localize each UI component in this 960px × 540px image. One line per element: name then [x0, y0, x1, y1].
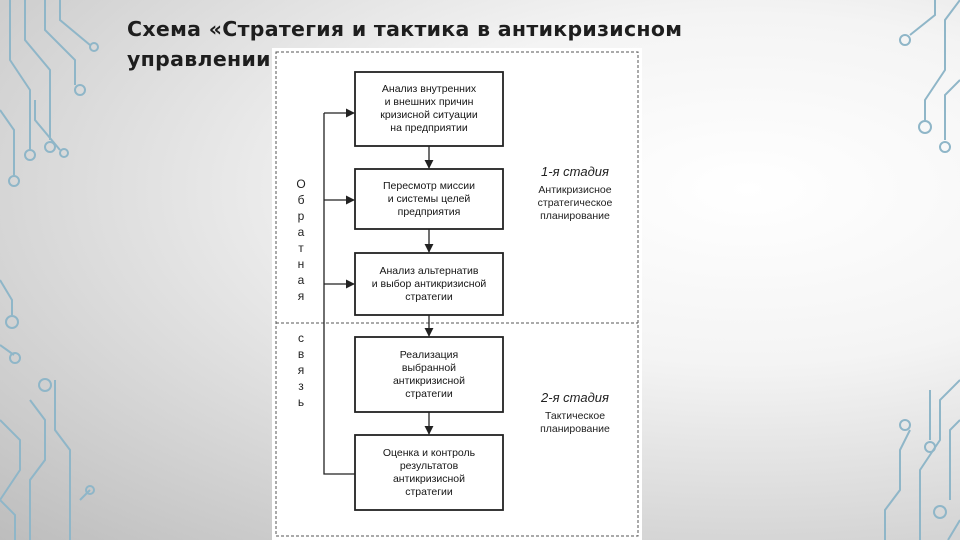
box-frame-2 — [354, 168, 504, 230]
diagram-lines — [275, 51, 639, 537]
stage-title: 1-я стадия — [541, 164, 609, 179]
feedback-letter: я — [297, 289, 305, 303]
box-strategy-implementation: Реализация выбранной антикризисной страт… — [355, 337, 503, 412]
feedback-letter: О — [296, 177, 306, 191]
box-evaluation-control: Оценка и контроль результатов антикризис… — [355, 435, 503, 510]
feedback-line — [323, 113, 355, 475]
feedback-letter: с — [298, 331, 304, 345]
stage-description: Тактическое планирование — [540, 410, 610, 435]
box-label: Пересмотр миссии и системы целей предпри… — [382, 179, 476, 218]
box-mission-review: Пересмотр миссии и системы целей предпри… — [355, 169, 503, 229]
feedback-letter: а — [297, 225, 305, 239]
slide-title: Схема «Стратегия и тактика в антикризисн… — [127, 17, 683, 71]
stage-description: Антикризисное стратегическое планировани… — [537, 184, 613, 222]
feedback-letter: з — [298, 379, 304, 393]
feedback-letter: т — [298, 241, 304, 255]
feedback-letter: а — [297, 273, 305, 287]
box-internal-external-analysis: Анализ внутренних и внешних причин кризи… — [355, 72, 503, 146]
diagram-frame — [275, 51, 639, 537]
feedback-letter: ь — [297, 395, 305, 409]
feedback-letter: в — [297, 347, 305, 361]
box-frame-1 — [354, 71, 504, 147]
feedback-word-2: с в я з ь — [293, 330, 309, 410]
box-frame-3 — [354, 252, 504, 316]
box-label: Анализ внутренних и внешних причин кризи… — [380, 83, 478, 134]
box-frame-5 — [354, 434, 504, 511]
feedback-word-1: О б р а т н а я — [293, 176, 309, 304]
feedback-letter: р — [297, 209, 305, 223]
box-label: Оценка и контроль результатов антикризис… — [382, 446, 476, 498]
feedback-letter: я — [297, 363, 305, 377]
box-label: Реализация выбранной антикризисной страт… — [392, 348, 466, 400]
stage-title: 2-я стадия — [541, 390, 609, 405]
stage-2-label: 2-я стадия Тактическое планирование — [520, 390, 630, 436]
stage-1-label: 1-я стадия Антикризисное стратегическое … — [520, 164, 630, 223]
box-label: Анализ альтернатив и выбор антикризисной… — [371, 264, 487, 303]
box-frame-4 — [354, 336, 504, 413]
box-alternatives-analysis: Анализ альтернатив и выбор антикризисной… — [355, 253, 503, 315]
feedback-letter: н — [297, 257, 305, 271]
strategy-diagram: Анализ внутренних и внешних причин кризи… — [272, 48, 642, 540]
feedback-letter: б — [297, 193, 305, 207]
